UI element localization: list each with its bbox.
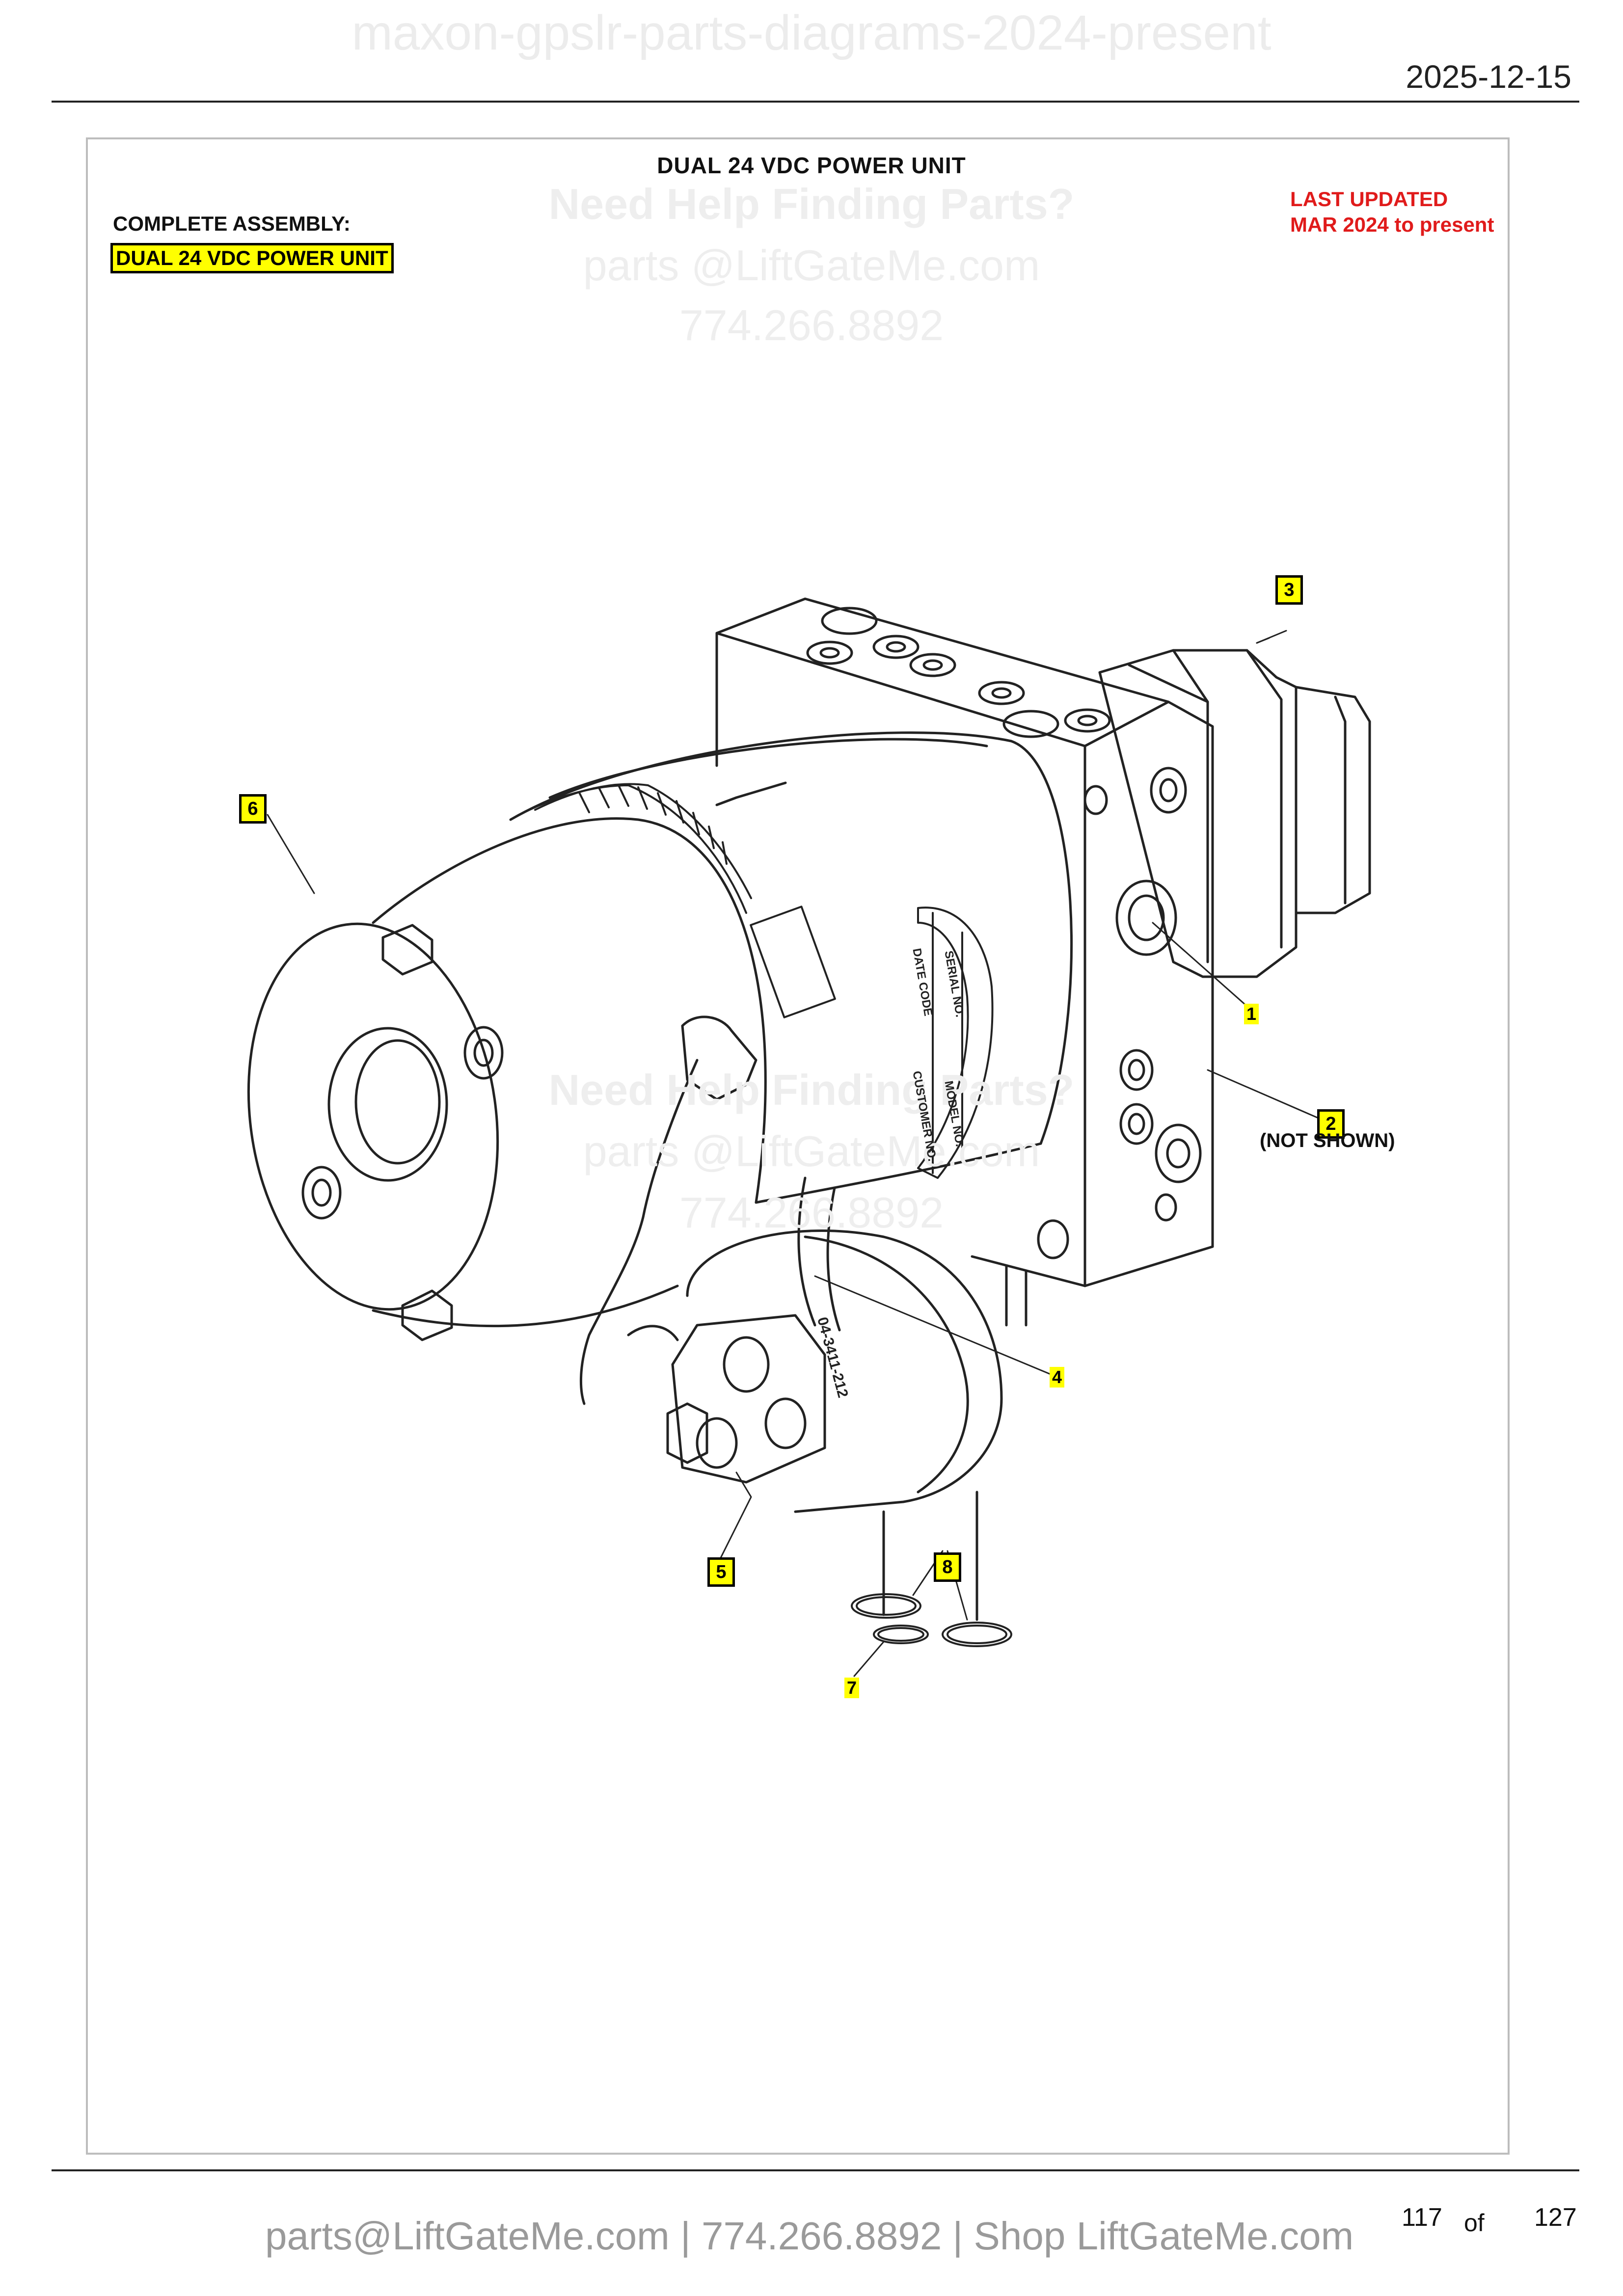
- last-updated-note: LAST UPDATED MAR 2024 to present: [1290, 187, 1494, 238]
- pump-body: [1098, 649, 1371, 978]
- complete-assembly-label: COMPLETE ASSEMBLY:: [113, 212, 351, 235]
- watermark-email-middle: parts @LiftGateMe.com: [583, 1127, 1040, 1175]
- watermark-email-top: parts @LiftGateMe.com: [583, 241, 1040, 290]
- diagram-title: DUAL 24 VDC POWER UNIT: [657, 153, 966, 178]
- watermark-help-middle: Need Help Finding Parts?: [548, 1066, 1075, 1114]
- callout-7[interactable]: 7: [844, 1678, 860, 1698]
- last-updated-line1: LAST UPDATED: [1290, 187, 1448, 211]
- hose-clamp: [510, 783, 836, 1018]
- motor-label-plate: [917, 907, 994, 1179]
- header-rule: [52, 101, 1579, 103]
- manifold-block: [715, 597, 1214, 1327]
- complete-assembly-name[interactable]: DUAL 24 VDC POWER UNIT: [110, 243, 394, 273]
- diagram-frame: [86, 137, 1510, 2155]
- document-watermark-title: maxon-gpslr-parts-diagrams-2024-present: [352, 5, 1271, 60]
- page-current: 117: [1402, 2203, 1442, 2232]
- page-of: of: [1464, 2209, 1485, 2237]
- watermark-phone-middle: 774.266.8892: [679, 1188, 944, 1237]
- callout-4[interactable]: 4: [1050, 1367, 1065, 1388]
- callout-2[interactable]: 2: [1317, 1109, 1345, 1139]
- leader-lines: [267, 630, 1322, 1677]
- callout-8[interactable]: 8: [934, 1552, 961, 1582]
- solenoid-assembly: [579, 1015, 1003, 1621]
- footer-rule: [52, 2169, 1579, 2171]
- watermark-phone-top: 774.266.8892: [679, 301, 944, 349]
- page-total: 127: [1534, 2203, 1577, 2232]
- callout-6[interactable]: 6: [239, 794, 267, 824]
- last-updated-line2: MAR 2024 to present: [1290, 213, 1494, 236]
- motor-can: [247, 731, 1073, 1341]
- o-rings: [851, 1593, 1012, 1647]
- document-date: 2025-12-15: [1406, 58, 1571, 95]
- callout-3[interactable]: 3: [1275, 575, 1303, 605]
- callout-5[interactable]: 5: [707, 1557, 735, 1587]
- callout-1[interactable]: 1: [1244, 1004, 1259, 1024]
- footer-contact[interactable]: parts@LiftGateMe.com | 774.266.8892 | Sh…: [265, 2214, 1354, 2258]
- not-shown-note: (NOT SHOWN): [1260, 1130, 1395, 1151]
- watermark-help-top: Need Help Finding Parts?: [548, 180, 1075, 228]
